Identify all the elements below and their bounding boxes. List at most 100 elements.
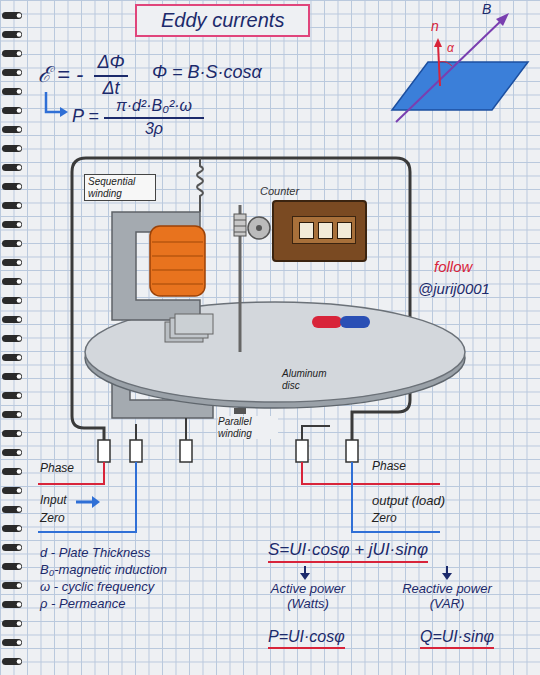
formula-text: π·d²·B₀²·ω [104, 97, 204, 115]
vector-label: B [482, 1, 491, 17]
power-label: Active power (Watts) [258, 582, 358, 612]
punch-hole [17, 32, 22, 37]
formula-marks [94, 75, 128, 77]
spiral-ring [2, 240, 22, 247]
watermark-text: follow [434, 258, 472, 275]
spiral-ring [2, 221, 22, 228]
terminals [98, 440, 358, 462]
wire-label: Zero [40, 512, 65, 526]
spiral-ring [2, 525, 22, 532]
plane-vector-sketch [496, 13, 509, 26]
inner-wires [302, 426, 330, 440]
punch-hole [17, 431, 22, 436]
vector-label: n [431, 18, 439, 34]
spiral-ring [2, 107, 22, 114]
title-text: Eddy currents [161, 9, 284, 31]
spiral-ring [2, 506, 22, 513]
spiral-ring [2, 183, 22, 190]
power-arrows [304, 566, 306, 574]
spiral-ring [2, 354, 22, 361]
punch-hole [17, 298, 22, 303]
spiral-ring [2, 373, 22, 380]
formula-text: Δt [94, 78, 128, 99]
plane-vector-sketch [439, 62, 452, 67]
spindle-upper [234, 232, 246, 233]
spiral-ring [2, 563, 22, 570]
punch-hole [17, 336, 22, 341]
punch-hole [17, 70, 22, 75]
power-arrows [300, 566, 452, 580]
punch-hole [17, 450, 22, 455]
wire-label: Zero [372, 512, 397, 526]
spiral-ring [2, 259, 22, 266]
spiral-ring [2, 202, 22, 209]
punch-hole [17, 526, 22, 531]
spiral-ring [2, 316, 22, 323]
counter-box: Counter [272, 200, 367, 262]
plane-vector-sketch [396, 17, 505, 122]
spiral-ring [2, 411, 22, 418]
punch-hole [17, 621, 22, 626]
terminals [98, 440, 110, 462]
brake-magnet [312, 316, 370, 328]
spiral-ring [2, 31, 22, 38]
punch-hole [17, 488, 22, 493]
punch-hole [17, 469, 22, 474]
formula-text: P = [72, 106, 99, 127]
punch-hole [17, 602, 22, 607]
plane-vector-sketch [392, 62, 528, 110]
formula-text: 3ρ [104, 120, 204, 138]
frame-wire [197, 158, 203, 212]
inner-wires [185, 418, 187, 440]
spiral-ring [2, 278, 22, 285]
sequential-winding [150, 226, 205, 296]
sequential-winding [152, 283, 203, 285]
sequential-winding [152, 255, 203, 257]
formula-text: ΔΦ [94, 52, 128, 73]
punch-hole [17, 659, 22, 664]
punch-hole [17, 146, 22, 151]
punch-hole [17, 355, 22, 360]
punch-hole [17, 279, 22, 284]
punch-hole [17, 89, 22, 94]
brake-magnet [312, 316, 342, 328]
power-arrows [446, 566, 448, 574]
punch-hole [17, 13, 22, 18]
spiral-ring [2, 335, 22, 342]
counter-window [299, 222, 314, 239]
sequential-winding [152, 269, 203, 271]
spiral-ring [2, 392, 22, 399]
wire-label: output (load) [372, 494, 445, 509]
punch-hole [17, 374, 22, 379]
wire-label: Input [40, 494, 67, 508]
punch-hole [17, 507, 22, 512]
spiral-ring [2, 544, 22, 551]
definition-text: d - Plate Thickness [40, 546, 151, 561]
spiral-ring [2, 430, 22, 437]
spiral-ring [2, 582, 22, 589]
supply-wires [302, 462, 440, 484]
supply-wires [38, 462, 136, 532]
power-arrows [442, 573, 452, 580]
plane-vector-sketch [434, 38, 442, 47]
punch-hole [17, 222, 22, 227]
punch-hole [17, 640, 22, 645]
punch-hole [17, 241, 22, 246]
formula-marks [46, 92, 60, 112]
punch-hole [17, 51, 22, 56]
punch-hole [17, 317, 22, 322]
spindle-upper [234, 220, 246, 221]
spiral-ring [2, 658, 22, 665]
spindle-upper [256, 225, 262, 231]
sequential-winding [112, 212, 205, 320]
part-label: Aluminum disc [282, 368, 344, 391]
spindle-upper [248, 217, 270, 239]
counter-face [292, 216, 356, 244]
punch-hole [17, 545, 22, 550]
spiral-ring [2, 639, 22, 646]
formula-text: ℰ = - [38, 62, 83, 87]
punch-hole [17, 583, 22, 588]
counter-window [337, 222, 352, 239]
terminals [296, 440, 308, 462]
